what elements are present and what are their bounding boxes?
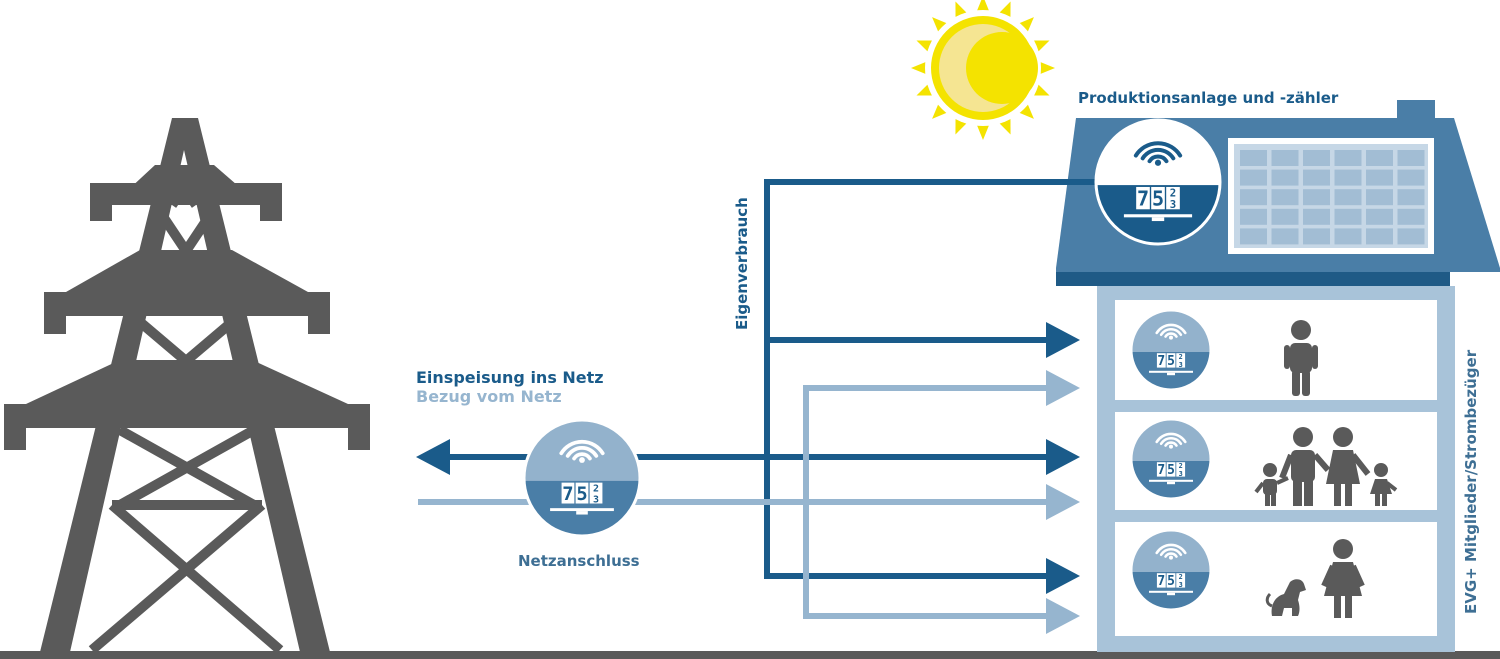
woman-icon <box>1321 539 1365 618</box>
meter-digit: 5 <box>1152 186 1164 210</box>
meter-digit: 2 <box>593 483 599 494</box>
members-label: EVG+ Mitglieder/Strombezüger <box>1462 349 1480 614</box>
meter-digit: 2 <box>1179 462 1183 470</box>
meter-digit: 3 <box>1170 198 1176 211</box>
meter-digit: 3 <box>1179 581 1183 589</box>
person-icon <box>1284 320 1318 396</box>
arrow-self-2 <box>1046 439 1080 475</box>
meter-digit: 3 <box>1179 470 1183 478</box>
dog-icon <box>1265 579 1306 616</box>
wifi-icon <box>1155 543 1187 560</box>
wifi-icon <box>1155 323 1187 340</box>
self-consumption-line <box>764 179 1100 579</box>
solar-panel-icon <box>1228 138 1434 254</box>
self-consumption-label: Eigenverbrauch <box>733 197 751 330</box>
grid-connection-label: Netzanschluss <box>518 552 640 570</box>
meter-digit: 5 <box>1167 354 1175 369</box>
pylon-icon <box>4 118 370 654</box>
meter-digit: 5 <box>1167 463 1175 478</box>
arrow-grid-1 <box>1046 370 1080 406</box>
meter-digit: 7 <box>1137 186 1149 210</box>
meter-digit: 7 <box>1157 463 1165 478</box>
ground-line <box>0 651 1500 659</box>
wifi-icon <box>1133 141 1183 166</box>
family-icon <box>1254 427 1398 506</box>
arrow-self-1 <box>1046 322 1080 358</box>
meter-digit: 2 <box>1179 353 1183 361</box>
wifi-icon <box>559 439 605 463</box>
meter-digit: 7 <box>1157 574 1165 589</box>
sun-icon <box>911 0 1055 140</box>
meter-digit: 2 <box>1179 573 1183 581</box>
feed-in-label: Einspeisung ins Netz <box>416 368 604 387</box>
grid-draw-branch <box>803 385 1058 619</box>
arrow-feed-in <box>416 439 450 475</box>
meter-digit: 5 <box>1167 574 1175 589</box>
meter-digit: 3 <box>593 494 599 505</box>
wifi-icon <box>1155 432 1187 449</box>
grid-draw-label: Bezug vom Netz <box>416 387 562 406</box>
meter-digit: 2 <box>1170 186 1176 199</box>
arrow-grid-3 <box>1046 598 1080 634</box>
meter-digit: 7 <box>1157 354 1165 369</box>
meter-digit: 3 <box>1179 361 1183 369</box>
meter-digit: 5 <box>576 484 587 505</box>
arrowheads <box>416 322 1080 634</box>
arrow-self-3 <box>1046 558 1080 594</box>
production-label: Produktionsanlage und -zähler <box>1078 89 1339 107</box>
arrow-grid-2 <box>1046 484 1080 520</box>
meter-digit: 7 <box>562 484 573 505</box>
